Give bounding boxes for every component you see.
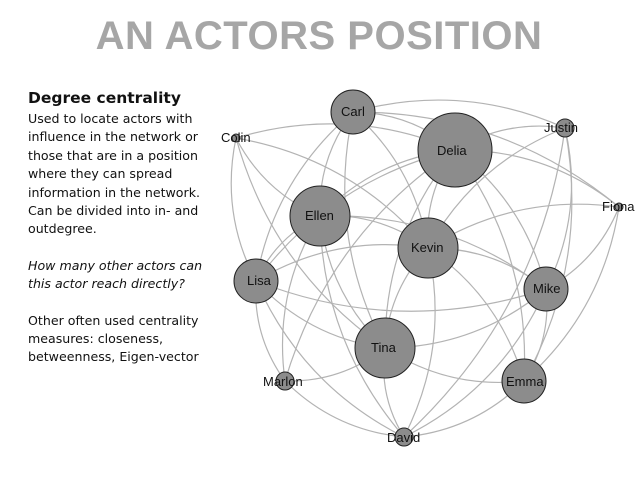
node-justin: Justin: [544, 118, 578, 138]
node-label-kevin: Kevin: [411, 240, 444, 255]
edge-marlon-david: [284, 380, 405, 438]
edge-ellen-david: [319, 215, 405, 438]
node-tina: Tina: [354, 317, 416, 379]
side-paragraph-definition: Used to locate actors with influence in …: [28, 111, 200, 237]
node-label-marlon: Marlon: [263, 374, 303, 389]
node-circle-david: [394, 427, 414, 447]
node-david: David: [387, 427, 420, 447]
edge-carl-fiona: [352, 111, 620, 208]
edge-lisa-david: [255, 280, 405, 438]
edge-carl-justin: [352, 99, 566, 129]
edge-colin-tina: [235, 137, 386, 349]
node-circle-fiona: [614, 202, 624, 212]
node-label-delia: Delia: [437, 143, 467, 158]
node-colin: Colin: [221, 130, 251, 145]
node-label-fiona: Fiona: [602, 199, 635, 214]
node-carl: Carl: [330, 89, 376, 135]
node-marlon: Marlon: [263, 371, 303, 391]
side-text-panel: Degree centrality Used to locate actors …: [28, 88, 218, 385]
node-circle-delia: [417, 112, 493, 188]
node-circle-ellen: [289, 185, 351, 247]
side-paragraph-other-measures: Other often used centrality measures: cl…: [28, 312, 199, 365]
node-circle-mike: [523, 266, 569, 312]
node-label-lisa: Lisa: [247, 273, 272, 288]
node-mike: Mike: [523, 266, 569, 312]
network-nodes: CarlJustinColinDeliaFionaEllenKevinLisaM…: [221, 89, 635, 447]
edge-fiona-emma: [523, 206, 620, 382]
edge-mike-david: [403, 288, 547, 438]
node-circle-justin: [555, 118, 575, 138]
node-label-emma: Emma: [506, 374, 544, 389]
node-label-tina: Tina: [371, 340, 397, 355]
node-circle-tina: [354, 317, 416, 379]
node-label-justin: Justin: [544, 120, 578, 135]
edge-carl-tina: [344, 111, 386, 349]
node-circle-colin: [231, 133, 241, 143]
edge-justin-david: [403, 127, 566, 438]
node-delia: Delia: [417, 112, 493, 188]
edge-carl-lisa: [255, 111, 354, 282]
node-label-ellen: Ellen: [305, 208, 334, 223]
node-circle-lisa: [233, 258, 279, 304]
side-question: How many other actors can this actor rea…: [28, 257, 203, 292]
node-circle-kevin: [397, 217, 459, 279]
slide-title: AN ACTORS POSITION: [95, 14, 543, 58]
node-ellen: Ellen: [289, 185, 351, 247]
node-circle-carl: [330, 89, 376, 135]
node-kevin: Kevin: [397, 217, 459, 279]
node-label-colin: Colin: [221, 130, 251, 145]
node-circle-emma: [501, 358, 547, 404]
node-label-mike: Mike: [533, 281, 560, 296]
node-lisa: Lisa: [233, 258, 279, 304]
node-fiona: Fiona: [602, 199, 635, 214]
edge-lisa-mike: [255, 280, 547, 312]
node-label-david: David: [387, 430, 420, 445]
node-circle-marlon: [275, 371, 295, 391]
edge-delia-marlon: [284, 149, 456, 382]
node-emma: Emma: [501, 358, 547, 404]
node-label-carl: Carl: [341, 104, 365, 119]
side-heading: Degree centrality: [28, 89, 181, 107]
edge-justin-mike: [545, 127, 573, 290]
